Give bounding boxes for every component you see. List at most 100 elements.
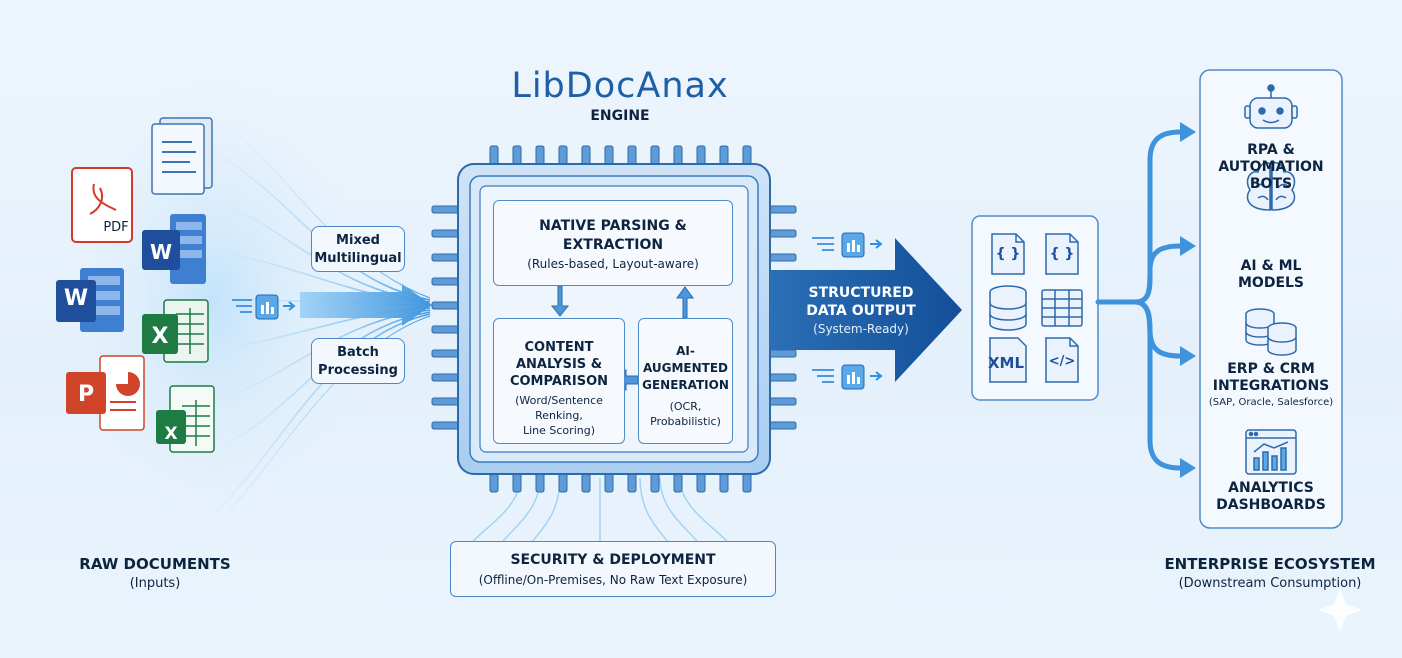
json-file-icon xyxy=(991,233,1025,275)
arrow-down-native-to-content xyxy=(550,285,570,317)
powerpoint-icon xyxy=(66,355,145,431)
rpa-label-2: AUTOMATION xyxy=(1218,159,1324,175)
robot-icon xyxy=(1244,84,1298,129)
content-analysis-detail-3: Line Scoring) xyxy=(522,424,595,437)
code-glyph: </> xyxy=(1048,354,1076,369)
chip-pin-right xyxy=(767,373,797,382)
ai-augmented-title-2: AUGMENTED xyxy=(642,361,729,375)
sparkle-icon xyxy=(1318,588,1362,632)
brand-title: LibDocAnax xyxy=(511,66,729,106)
ecosystem-panel xyxy=(1199,69,1343,529)
arrow-up-ai-to-native xyxy=(676,286,694,319)
erp-crm-detail: (SAP, Oracle, Salesforce) xyxy=(1208,397,1334,408)
ecosystem-item-erp-crm: ERP & CRM INTEGRATIONS xyxy=(1204,361,1338,395)
security-title: SECURITY & DEPLOYMENT xyxy=(510,552,716,568)
json-file-icon-secondary xyxy=(1045,233,1079,275)
content-analysis-title-2: ANALYSIS & xyxy=(515,357,603,372)
ecosystem-item-rpa: RPA & AUTOMATION BOTS xyxy=(1204,142,1338,193)
ai-ml-label-2: MODELS xyxy=(1237,275,1305,291)
pdf-label: PDF xyxy=(103,220,129,235)
chip-pin-left xyxy=(431,229,461,238)
excel-label-secondary: X xyxy=(164,424,178,444)
brain-icon xyxy=(1246,161,1296,211)
ai-augmented-title-3: GENERATION xyxy=(642,378,729,392)
ai-ml-label-1: AI & ML xyxy=(1240,258,1302,274)
batch-processing-box: Batch Processing xyxy=(311,338,405,384)
json-glyph-secondary: { } xyxy=(1049,246,1075,262)
chip-pin-right xyxy=(767,349,797,358)
erp-crm-label-1: ERP & CRM xyxy=(1227,361,1315,377)
word-label-large: W xyxy=(63,286,89,311)
code-file-icon xyxy=(1045,337,1079,383)
content-analysis-detail-1: (Word/Sentence xyxy=(515,394,603,407)
ecosystem-item-analytics: ANALYTICS DASHBOARDS xyxy=(1204,480,1338,514)
excel-icon xyxy=(142,299,209,363)
chip-pin-right xyxy=(767,229,797,238)
excel-label: X xyxy=(151,324,169,349)
rpa-label-3: BOTS xyxy=(1249,176,1293,192)
native-parsing-panel: NATIVE PARSING & EXTRACTION (Rules-based… xyxy=(493,200,733,286)
output-arrow xyxy=(770,238,962,382)
raw-documents-subheading: (Inputs) xyxy=(129,576,181,591)
chip-pin-left xyxy=(431,325,461,334)
xml-label: XML xyxy=(987,354,1025,372)
structured-output-detail: (System-Ready) xyxy=(813,322,909,336)
ai-augmented-title-1: AI- xyxy=(676,344,695,358)
structured-output-title-1: STRUCTURED xyxy=(808,285,914,301)
structured-output-title-2: DATA OUTPUT xyxy=(806,303,916,319)
word-icon-large xyxy=(56,268,124,332)
input-arrow xyxy=(300,284,432,326)
content-analysis-title-3: COMPARISON xyxy=(509,374,609,389)
pdf-icon xyxy=(71,167,133,243)
security-deployment-box: SECURITY & DEPLOYMENT (Offline/On-Premis… xyxy=(450,541,776,597)
word-icon xyxy=(142,214,206,284)
powerpoint-label: P xyxy=(77,382,95,407)
chip-pin-right xyxy=(767,421,797,430)
batch-processing-line-2: Processing xyxy=(318,363,398,378)
ecosystem-item-ai-ml: AI & ML MODELS xyxy=(1204,258,1338,292)
content-analysis-detail-2: Renking, xyxy=(535,409,583,422)
chip-pin-right xyxy=(767,253,797,262)
input-packet-icon xyxy=(232,294,296,320)
batch-processing-line-1: Batch xyxy=(337,345,379,360)
word-label: W xyxy=(149,240,173,264)
ai-augmented-panel: AI- AUGMENTED GENERATION (OCR, Probabili… xyxy=(638,318,733,444)
content-analysis-panel: CONTENT ANALYSIS & COMPARISON (Word/Sent… xyxy=(493,318,625,444)
mixed-multilingual-box: Mixed Multilingual xyxy=(311,226,405,272)
ecosystem-subheading: (Downstream Consumption) xyxy=(1178,576,1362,591)
rpa-label-1: RPA & xyxy=(1247,142,1295,158)
chip-pin-left xyxy=(431,277,461,286)
chip-pin-right xyxy=(767,397,797,406)
excel-icon-secondary xyxy=(156,385,215,453)
ai-augmented-detail-1: (OCR, xyxy=(669,400,702,413)
chip-pin-left xyxy=(431,397,461,406)
chip-pin-right xyxy=(767,205,797,214)
ecosystem-connectors xyxy=(1095,129,1183,471)
output-packet-icon-top xyxy=(812,232,883,258)
content-analysis-title-1: CONTENT xyxy=(524,340,594,355)
ai-augmented-detail-2: Probabilistic) xyxy=(650,415,721,428)
chip-pin-left xyxy=(431,349,461,358)
output-packet-icon-bottom xyxy=(812,364,883,390)
ecosystem-icons xyxy=(1244,84,1298,475)
mixed-multilingual-line-2: Multilingual xyxy=(314,251,402,266)
chip-pin-left xyxy=(431,253,461,262)
ecosystem-heading: ENTERPRISE ECOSYSTEM xyxy=(1164,555,1376,573)
json-glyph: { } xyxy=(995,246,1021,262)
input-documents xyxy=(56,117,215,453)
database-stack-icon xyxy=(1245,308,1297,356)
text-document-icon xyxy=(151,117,213,195)
ecosystem-arrowheads xyxy=(1180,122,1196,478)
structured-output-title: STRUCTURED DATA OUTPUT xyxy=(796,284,926,320)
native-parsing-detail: (Rules-based, Layout-aware) xyxy=(527,257,699,271)
chip-pin-left xyxy=(431,373,461,382)
erp-crm-label-2: INTEGRATIONS xyxy=(1212,378,1330,394)
brand-subtitle: ENGINE xyxy=(590,108,650,124)
output-format-icons xyxy=(989,233,1083,383)
security-flow-lines xyxy=(469,477,731,546)
table-icon xyxy=(1041,289,1083,327)
database-icon xyxy=(989,285,1027,331)
xml-file-icon xyxy=(989,337,1027,383)
native-parsing-title-2: EXTRACTION xyxy=(562,237,664,253)
